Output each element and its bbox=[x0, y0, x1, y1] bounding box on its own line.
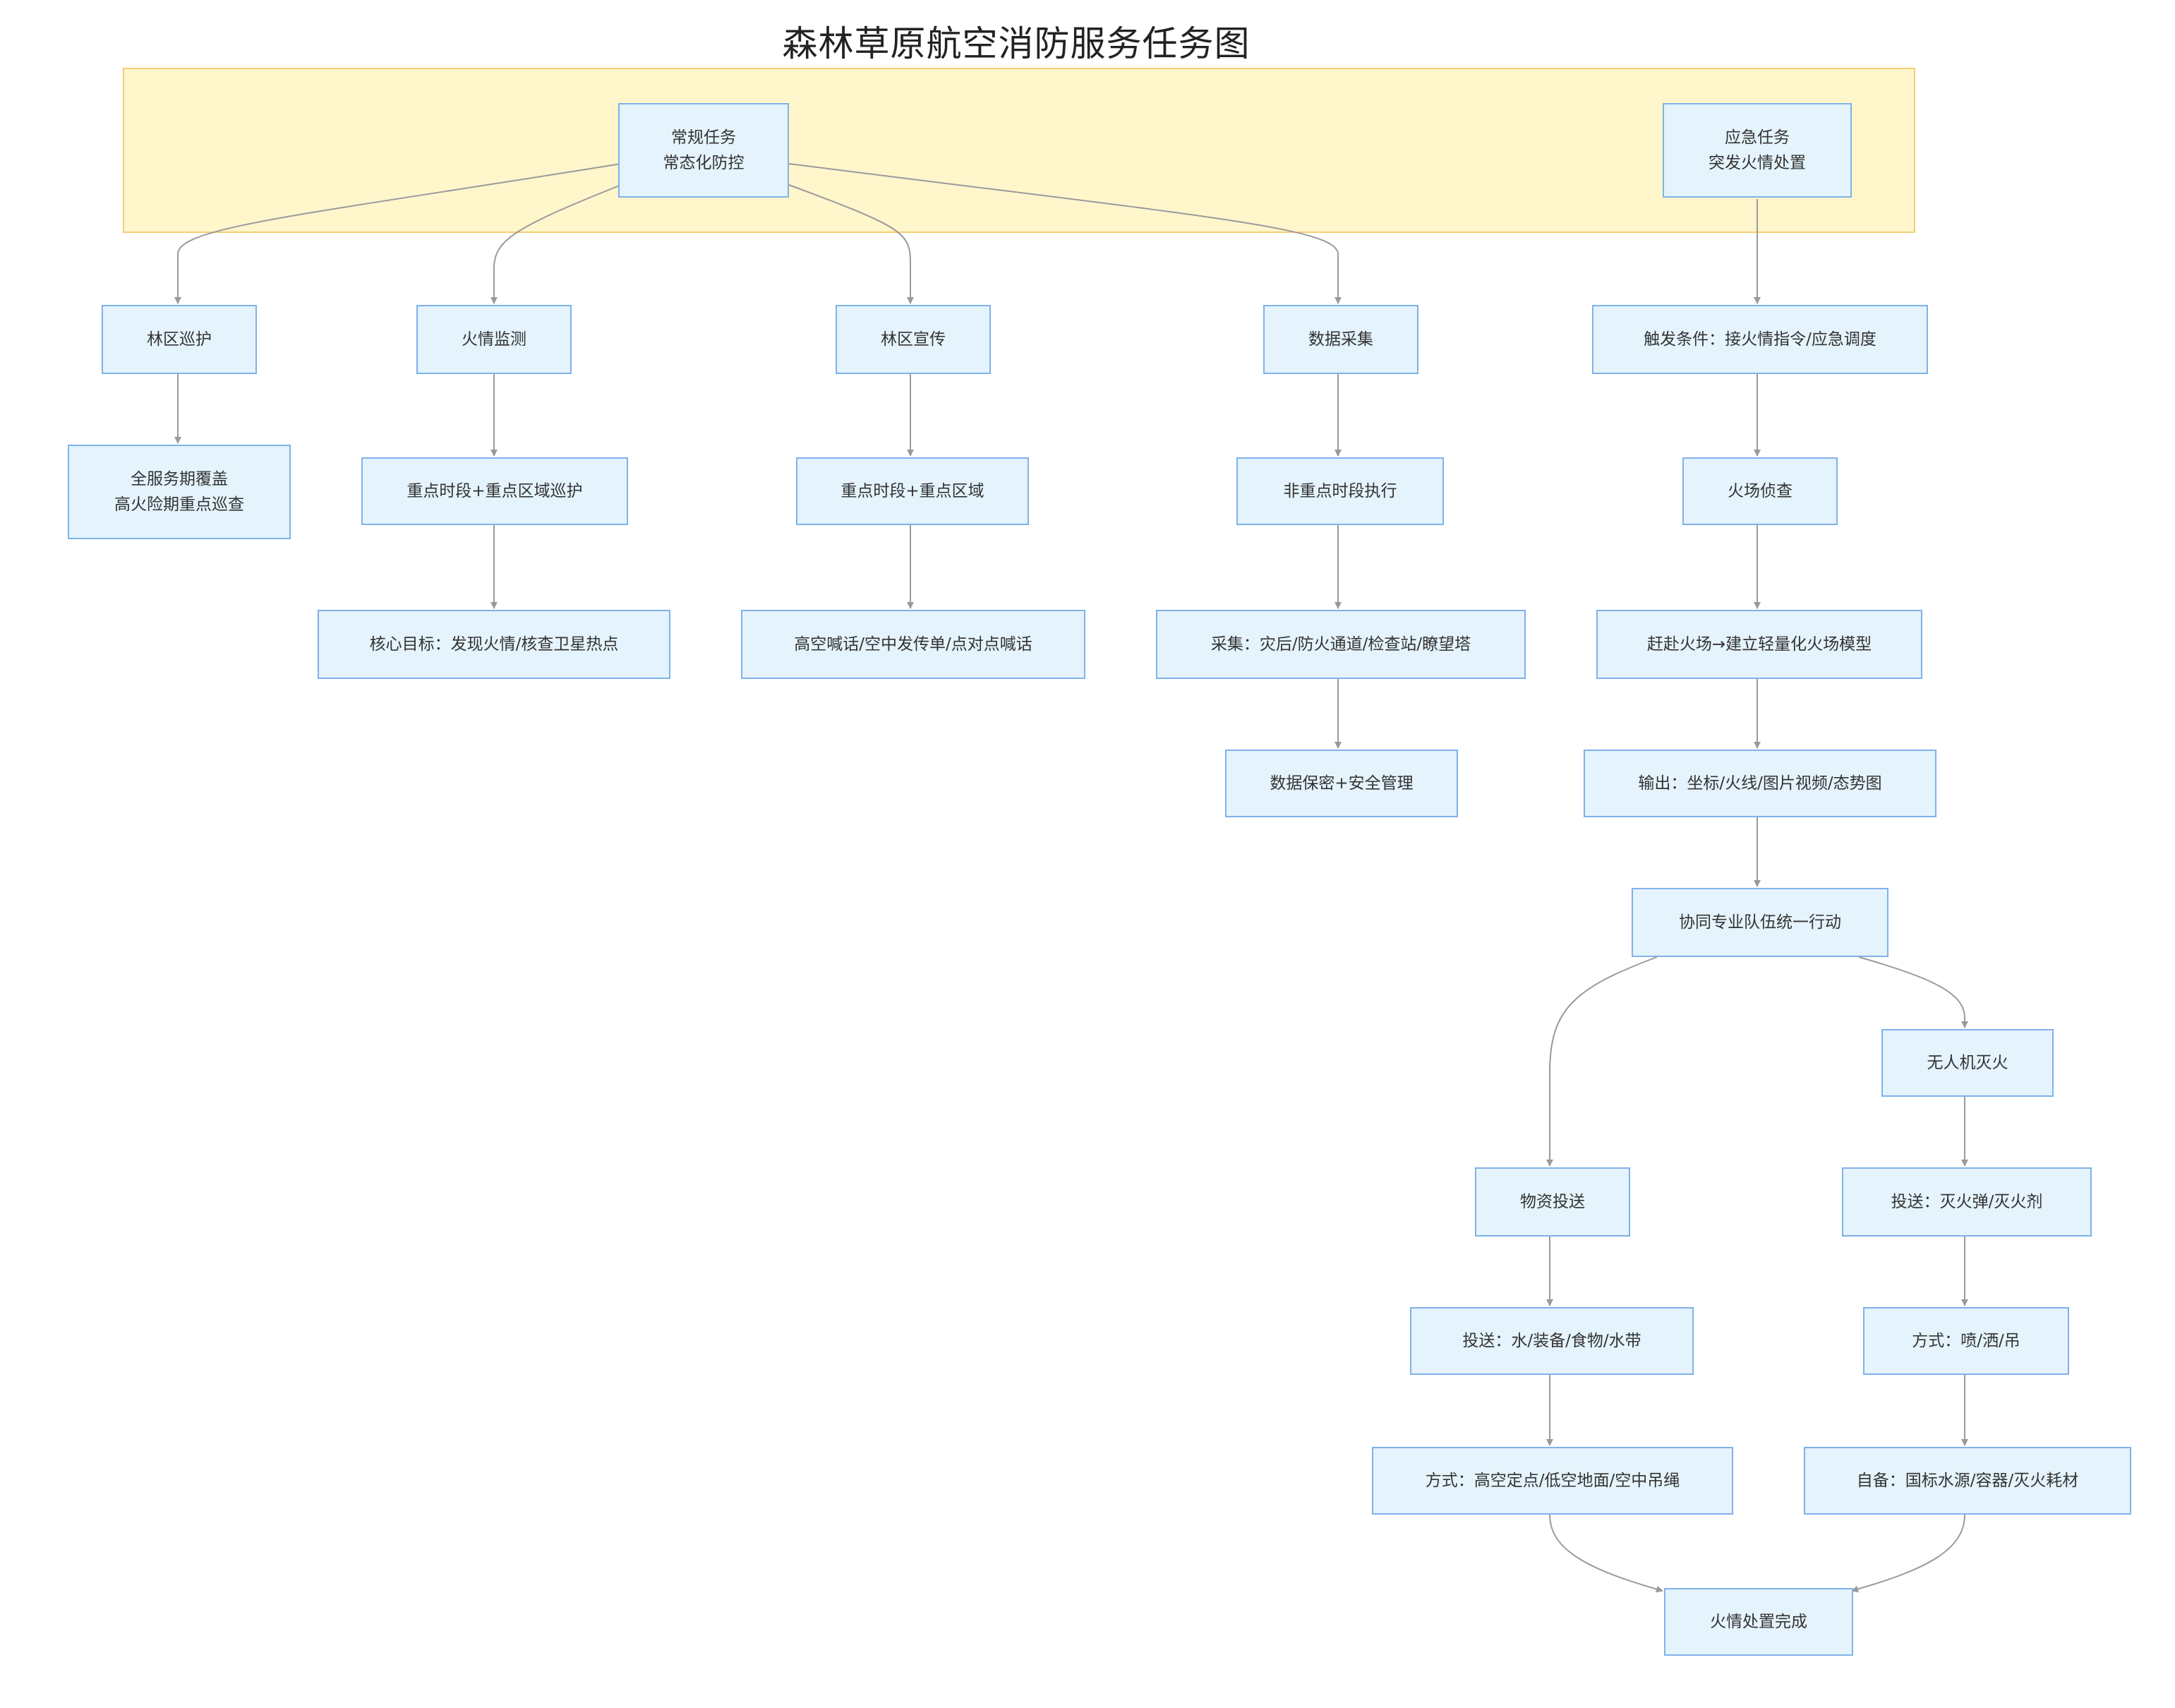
supply-method-node: 方式：高空定点/低空地面/空中吊绳 bbox=[1372, 1447, 1733, 1515]
trigger-node: 触发条件：接火情指令/应急调度 bbox=[1592, 305, 1928, 374]
supply-node: 物资投送 bbox=[1475, 1167, 1630, 1237]
routine-task-node: 常规任务 常态化防控 bbox=[618, 103, 789, 198]
edge-routine-promo bbox=[788, 184, 914, 304]
data-security-node: 数据保密+安全管理 bbox=[1225, 750, 1458, 817]
patrol-detail-line2: 高火险期重点巡查 bbox=[114, 495, 244, 514]
data-period-node: 非重点时段执行 bbox=[1236, 457, 1444, 525]
diagram-title: 森林草原航空消防服务任务图 bbox=[782, 23, 1251, 64]
drone-firefighting-node: 无人机灭火 bbox=[1881, 1029, 2054, 1097]
edge-supply-done bbox=[1549, 1514, 1663, 1593]
edge-coord-drone bbox=[1858, 956, 1968, 1028]
drone-items-node: 投送：灭火弹/灭火剂 bbox=[1842, 1167, 2092, 1237]
fire-done-node: 火情处置完成 bbox=[1664, 1588, 1853, 1656]
monitor-node: 火情监测 bbox=[416, 305, 572, 374]
edge-routine-patrol bbox=[174, 163, 622, 304]
coordination-node: 协同专业队伍统一行动 bbox=[1632, 888, 1888, 957]
monitor-period-node: 重点时段+重点区域巡护 bbox=[361, 457, 628, 525]
emergency-task-title: 应急任务 bbox=[1725, 128, 1790, 147]
recon-node: 火场侦查 bbox=[1682, 457, 1838, 525]
output-node: 输出：坐标/火线/图片视频/态势图 bbox=[1584, 750, 1936, 817]
fire-model-node: 赶赴火场→建立轻量化火场模型 bbox=[1596, 610, 1922, 679]
emergency-task-node: 应急任务 突发火情处置 bbox=[1663, 103, 1852, 198]
drone-method-node: 方式：喷/洒/吊 bbox=[1863, 1307, 2069, 1375]
task-category-band bbox=[123, 68, 1915, 233]
data-collect-node: 采集：灾后/防火通道/检查站/瞭望塔 bbox=[1156, 610, 1526, 679]
routine-task-title: 常规任务 bbox=[671, 128, 736, 147]
drone-self-node: 自备：国标水源/容器/灭火耗材 bbox=[1804, 1447, 2131, 1515]
emergency-task-subtitle: 突发火情处置 bbox=[1709, 154, 1806, 172]
edge-drone-done bbox=[1851, 1514, 1965, 1593]
routine-task-subtitle: 常态化防控 bbox=[663, 154, 745, 172]
patrol-node: 林区巡护 bbox=[102, 305, 257, 374]
patrol-detail-node: 全服务期覆盖 高火险期重点巡查 bbox=[68, 445, 291, 539]
supply-items-node: 投送：水/装备/食物/水带 bbox=[1410, 1307, 1694, 1375]
promo-node: 林区宣传 bbox=[836, 305, 991, 374]
edge-routine-monitor bbox=[490, 184, 622, 304]
promo-methods-node: 高空喊话/空中发传单/点对点喊话 bbox=[741, 610, 1085, 679]
data-collection-node: 数据采集 bbox=[1263, 305, 1418, 374]
promo-period-node: 重点时段+重点区域 bbox=[796, 457, 1029, 525]
edge-routine-data bbox=[788, 163, 1342, 304]
patrol-detail-line1: 全服务期覆盖 bbox=[131, 470, 228, 488]
monitor-goal-node: 核心目标：发现火情/核查卫星热点 bbox=[318, 610, 670, 679]
edge-coord-supply bbox=[1546, 956, 1658, 1167]
